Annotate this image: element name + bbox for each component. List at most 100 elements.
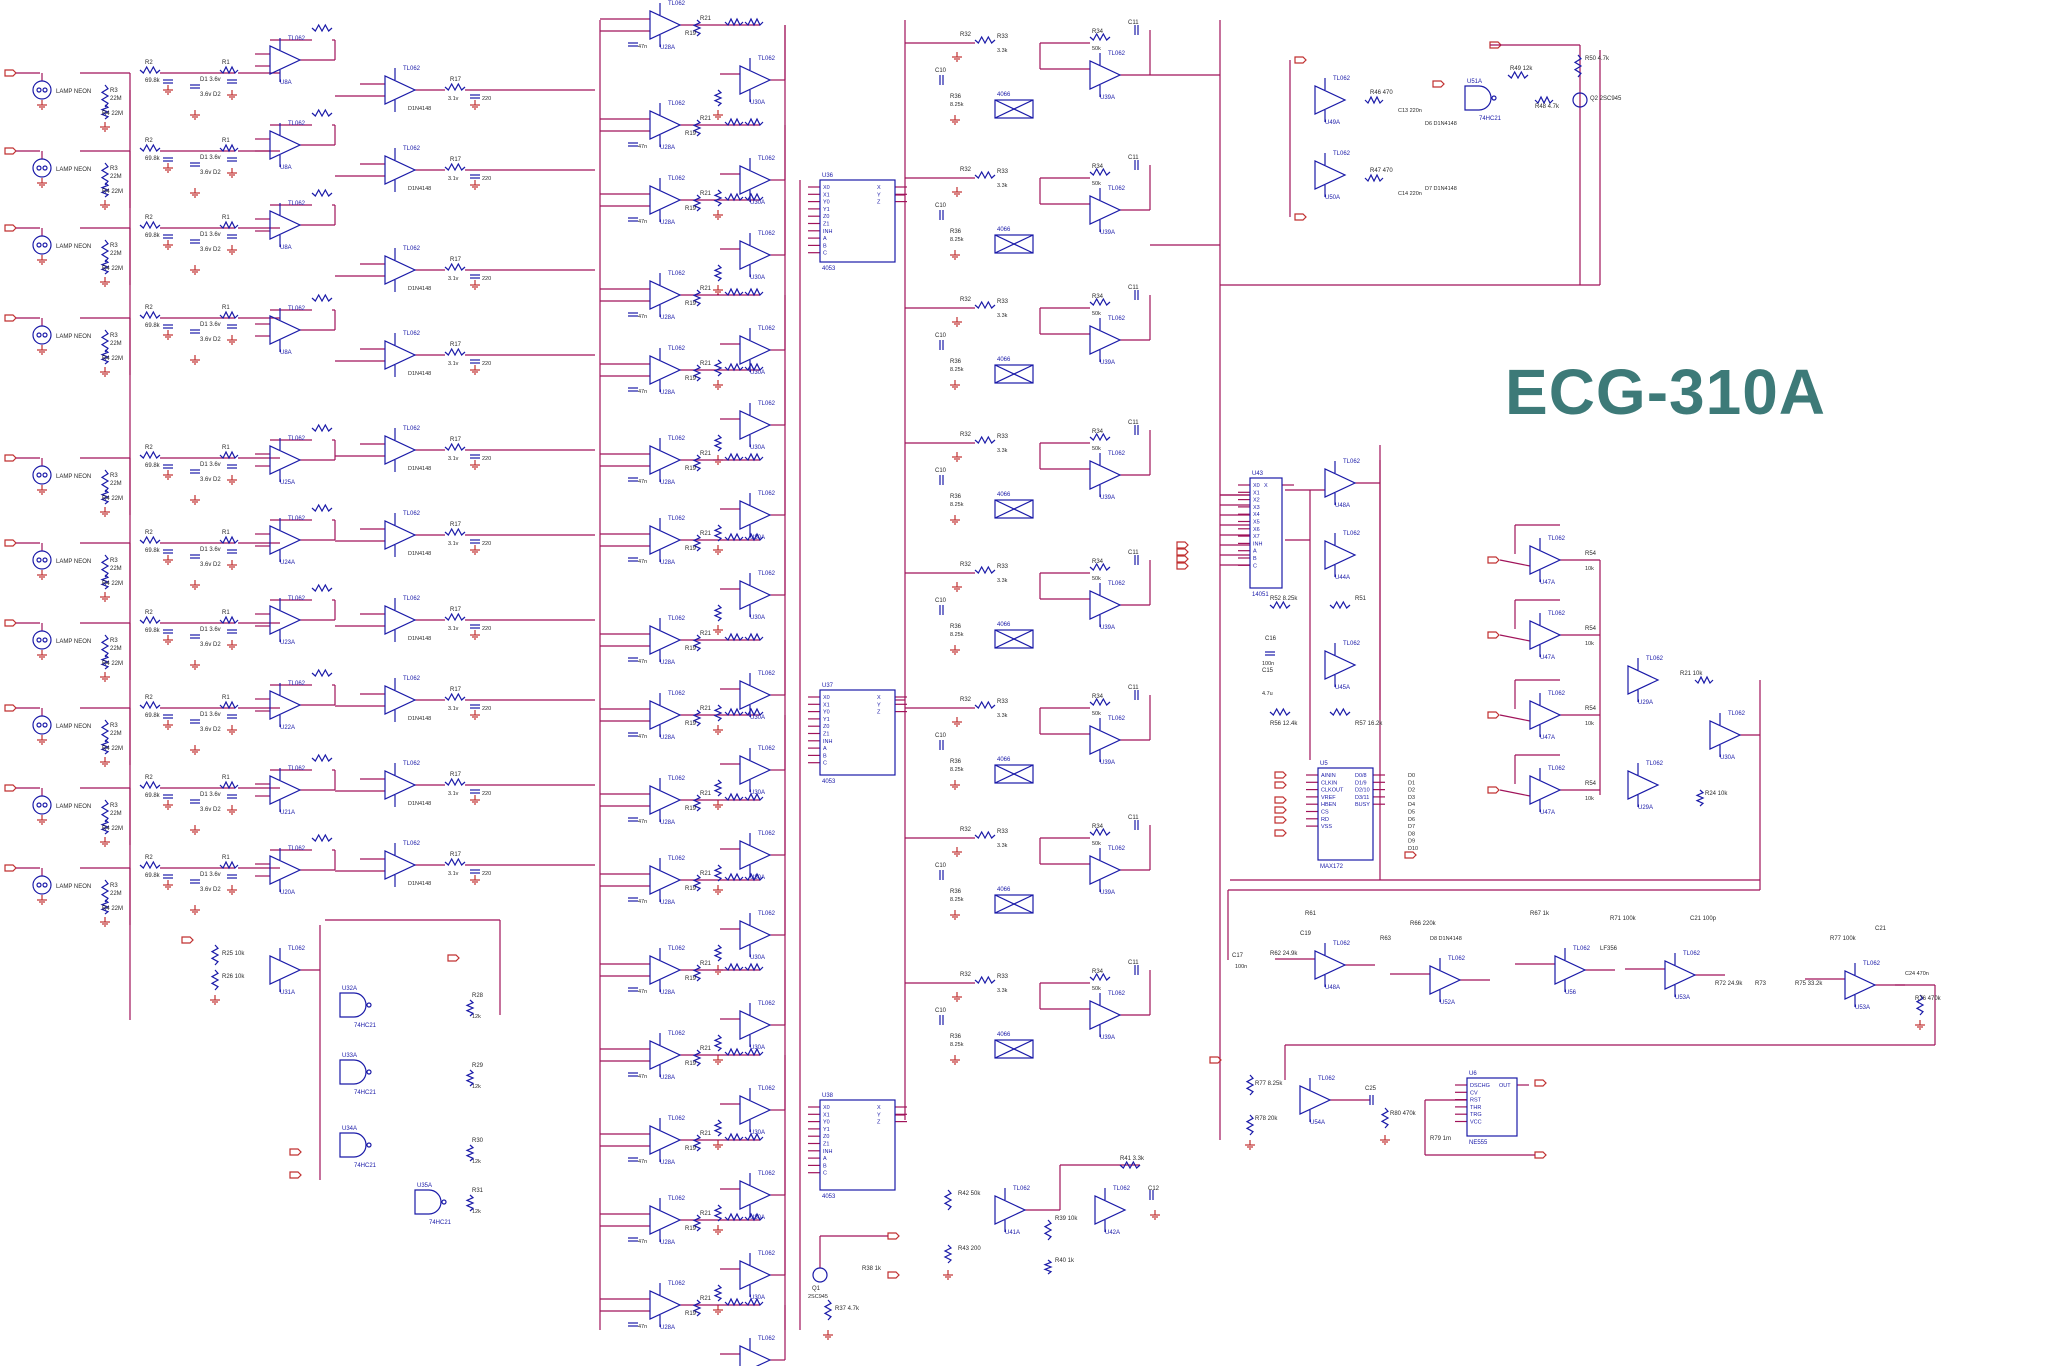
opamp-label: TL062 (668, 1116, 686, 1122)
opamp-triangle (1529, 545, 1562, 575)
ground-symbol (952, 847, 962, 857)
ic-outline (819, 179, 896, 263)
resistor-zigzag (692, 454, 702, 472)
opamp-triangle (1529, 620, 1562, 650)
resistor-r57 (1329, 707, 1351, 717)
component-label: R32 (960, 32, 972, 38)
opamp-triangle (1089, 725, 1122, 755)
ic-part: NE555 (1469, 1140, 1488, 1146)
switch-diag (994, 894, 1034, 914)
component-label: 69.8k (145, 233, 161, 239)
capacitor (939, 605, 944, 615)
component-label: 220 (482, 706, 491, 712)
capacitor (470, 539, 480, 544)
ground-symbol (713, 625, 723, 635)
resistor-zigzag (692, 964, 702, 982)
lamp-label: LAMP NEON (56, 474, 91, 480)
component-label: R36 (950, 229, 962, 235)
component-label: C11 (1128, 155, 1139, 161)
capacitor (470, 94, 480, 99)
ground-symbol (37, 100, 47, 110)
capacitor (628, 897, 638, 902)
opamp-ref: U47A (1540, 735, 1555, 741)
component-label: R19 (685, 886, 697, 892)
resistor-zigzag (744, 1132, 764, 1142)
opamp-ref: U29A (1638, 700, 1653, 706)
port-flag (181, 936, 194, 944)
component-label: R19 (685, 466, 697, 472)
neon-lamp (32, 465, 52, 485)
opamp-symbol (1709, 713, 1742, 757)
component-layer (32, 3, 1925, 1366)
resistor-zigzag (219, 450, 239, 460)
resistor-zigzag (311, 108, 333, 118)
component-label: 22M (110, 96, 122, 102)
resistor-r2 (139, 220, 161, 230)
opamp-label: TL062 (668, 516, 686, 522)
ic-pin-label: INH (1253, 541, 1263, 547)
resistor-zigzag (219, 535, 239, 545)
feedback-resistor (311, 833, 333, 843)
ground-symbol (227, 560, 237, 570)
component-label: R17 (450, 687, 462, 693)
component-label: R19 (685, 721, 697, 727)
resistor-r23 (744, 532, 764, 542)
capacitor (163, 234, 173, 239)
component-label: R2 (145, 855, 153, 861)
resistor-zigzag (1089, 562, 1111, 572)
ic-pin-label: X0 (1253, 483, 1260, 489)
ground-symbol (227, 168, 237, 178)
opamp-ref: U28A (660, 820, 675, 826)
wire (1499, 789, 1531, 797)
opamp-triangle (1089, 590, 1122, 620)
ic-box (1249, 477, 1283, 589)
port-flag (1534, 1151, 1547, 1159)
ground-symbol (470, 875, 480, 885)
opamp-ref: U8A (280, 350, 292, 356)
port-flag (4, 314, 17, 322)
lamp-electrode (36, 637, 42, 643)
opamp-ref: U30A (750, 1045, 765, 1051)
opamp-symbol (649, 3, 682, 47)
transistor-q1 (812, 1267, 828, 1283)
opamp-ref: U20A (280, 890, 295, 896)
resistor-r17 (444, 857, 466, 867)
opamp-triangle (269, 855, 302, 885)
component-label: R4 22M (102, 189, 123, 195)
resistor-zigzag (1043, 1259, 1053, 1275)
ic-pin-label: Y1 (823, 1127, 830, 1133)
lamp-electrode (42, 332, 48, 338)
resistor-zigzag (1043, 1219, 1053, 1241)
resistor-zigzag (100, 104, 110, 120)
component-label: 47n (638, 144, 647, 150)
component-label: 2SC945 (808, 1294, 828, 1300)
adc-bus-label: D8 (1408, 831, 1415, 837)
component-label: 220 (482, 361, 491, 367)
analog-switch (994, 499, 1034, 519)
opamp-triangle (739, 335, 772, 365)
resistor-r3 (100, 634, 110, 658)
port-flag (1487, 711, 1500, 719)
resistor-zigzag (1915, 994, 1925, 1016)
component-label: R17 (450, 257, 462, 263)
component-label: R21 (700, 1296, 712, 1302)
adc-bus-label: D0 (1408, 773, 1415, 779)
ic-pin-label: D2/10 (1355, 788, 1370, 794)
resistor-zigzag (713, 604, 723, 622)
component-label: R21 (700, 791, 712, 797)
resistor-zigzag (444, 442, 466, 452)
opamp-triangle (739, 1260, 772, 1290)
opamp-label: TL062 (668, 346, 686, 352)
adc-bus-label: D6 (1408, 817, 1415, 823)
opamp-triangle (1324, 650, 1357, 680)
opamp-ref: U47A (1540, 580, 1555, 586)
opamp-label: TL062 (1333, 151, 1351, 157)
ground-symbol (163, 720, 173, 730)
opamp-symbol (269, 948, 302, 992)
opamp-symbol (739, 493, 772, 537)
ground-symbol (713, 110, 723, 120)
switch-diag (994, 99, 1034, 119)
ic-pin-label: A (823, 236, 827, 242)
opamp-triangle (1627, 665, 1660, 695)
resistor-zigzag (744, 362, 764, 372)
